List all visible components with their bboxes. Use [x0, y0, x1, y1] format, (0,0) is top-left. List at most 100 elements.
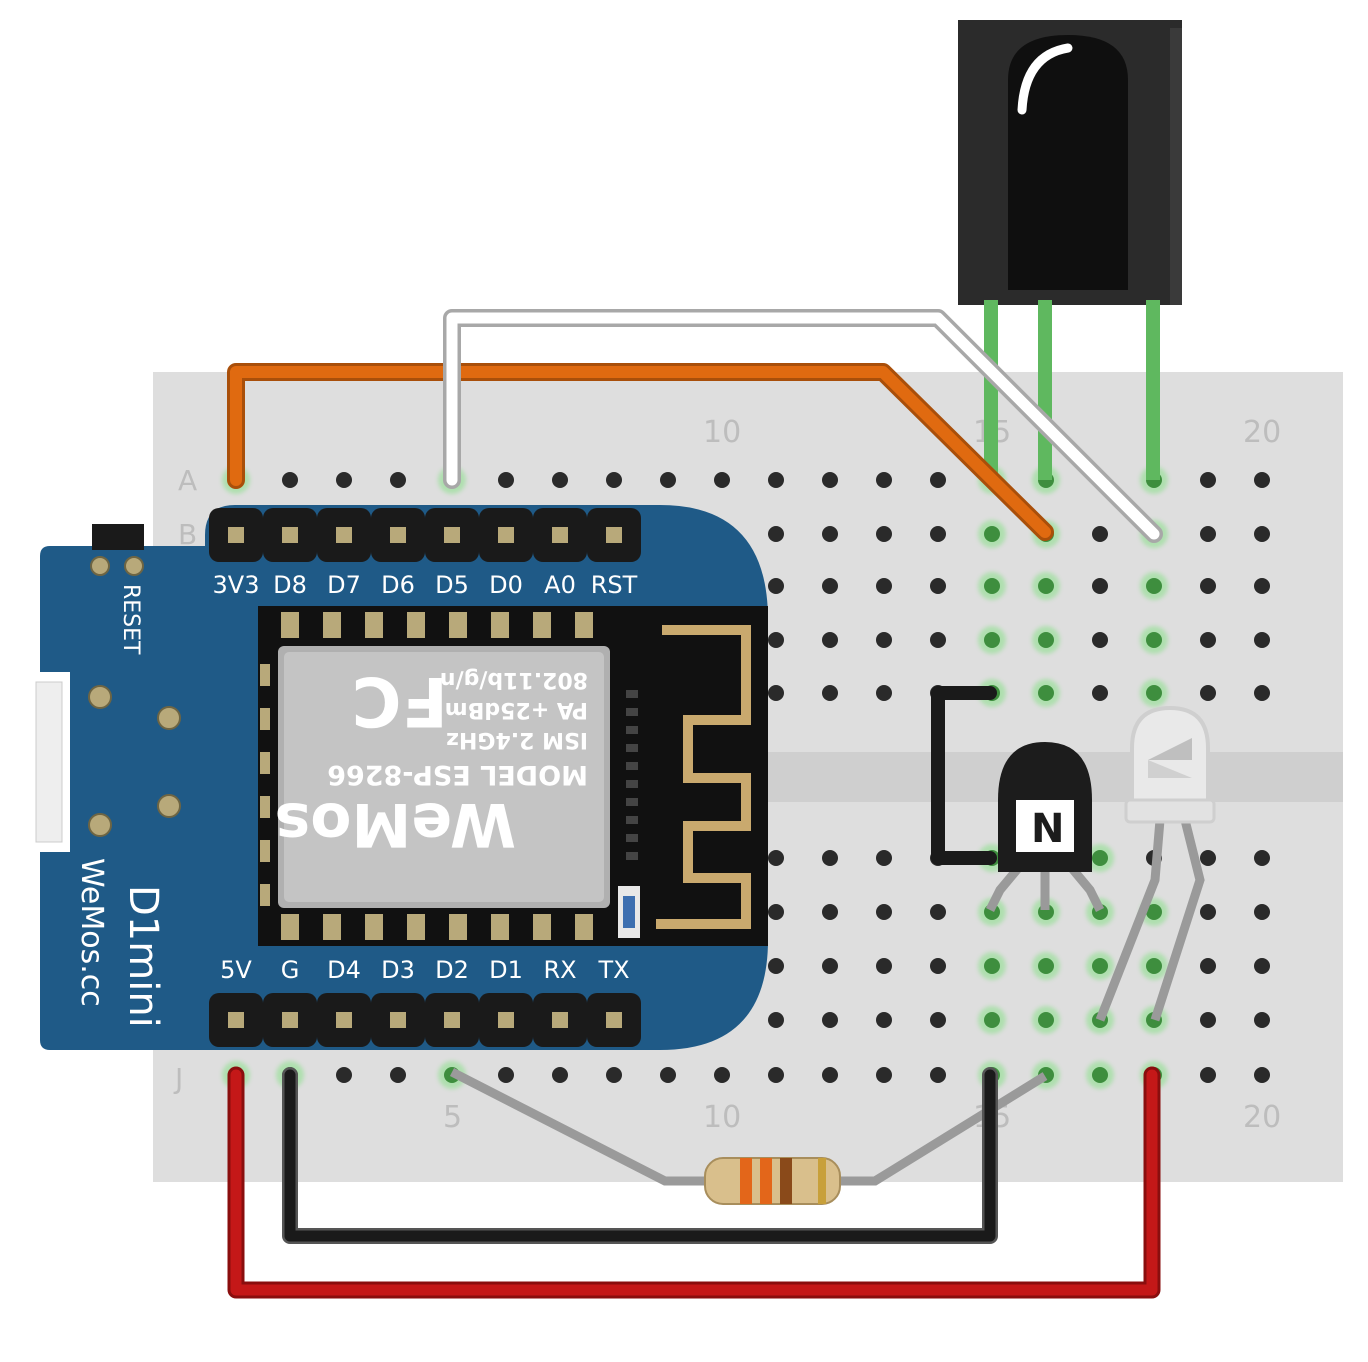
- module-via: [626, 690, 638, 698]
- breadboard-hole: [1092, 526, 1108, 542]
- module-line-4: 802.11b/g/n: [440, 667, 588, 692]
- bottom-pin-label: D2: [435, 956, 469, 984]
- module-pad: [365, 914, 383, 940]
- top-pin-label: D5: [435, 571, 469, 599]
- module-pad: [449, 914, 467, 940]
- breadboard-hole: [930, 472, 946, 488]
- reset-label: RESET: [118, 584, 143, 655]
- breadboard-hole: [1254, 578, 1270, 594]
- breadboard-hole: [552, 1067, 568, 1083]
- breadboard-hole: [498, 472, 514, 488]
- bottom-pin-label: TX: [597, 956, 629, 984]
- module-pad: [260, 796, 270, 818]
- npn-transistor: N: [985, 742, 1105, 913]
- breadboard-hole: [336, 1067, 352, 1083]
- breadboard-hole: [822, 526, 838, 542]
- breadboard-hole: [876, 1067, 892, 1083]
- breadboard-hole: [1200, 958, 1216, 974]
- breadboard-hole: [660, 472, 676, 488]
- breadboard-hole-connected: [1038, 685, 1054, 701]
- header-pin-pad: [336, 527, 352, 543]
- module-pad: [260, 840, 270, 862]
- breadboard-hole: [390, 472, 406, 488]
- top-pin-label: D6: [381, 571, 415, 599]
- module-via: [626, 816, 638, 824]
- reset-button[interactable]: [92, 524, 144, 550]
- breadboard-hole: [822, 958, 838, 974]
- bottom-pin-label: RX: [543, 956, 576, 984]
- module-pad: [260, 884, 270, 906]
- module-pad: [260, 664, 270, 686]
- breadboard-hole: [1200, 1012, 1216, 1028]
- header-pin-pad: [498, 527, 514, 543]
- breadboard-hole: [1200, 526, 1216, 542]
- breadboard-hole: [876, 904, 892, 920]
- red-power-wire: [227, 1066, 1161, 1299]
- breadboard-hole: [768, 632, 784, 648]
- breadboard-hole: [1254, 472, 1270, 488]
- breadboard-hole: [930, 904, 946, 920]
- header-pin-pad: [228, 1012, 244, 1028]
- orange-wire: [227, 363, 1054, 541]
- breadboard-hole: [822, 472, 838, 488]
- breadboard-hole: [930, 1067, 946, 1083]
- breadboard-hole: [768, 685, 784, 701]
- breadboard-hole: [876, 850, 892, 866]
- ir-receiver-lead-3: [1146, 300, 1160, 480]
- module-pad: [407, 914, 425, 940]
- module-line-3: PA +25dBm: [445, 697, 588, 722]
- ir-receiver-lead-1: [984, 300, 998, 480]
- breadboard-hole: [768, 904, 784, 920]
- breadboard-hole: [1200, 1067, 1216, 1083]
- breadboard-hole: [822, 850, 838, 866]
- breadboard-hole: [336, 472, 352, 488]
- breadboard-hole-connected: [1146, 904, 1162, 920]
- esp8266-module: MODEL ESP-8266 ISM 2.4GHz PA +25dBm 802.…: [258, 606, 768, 946]
- module-via: [626, 852, 638, 860]
- breadboard-hole: [1254, 904, 1270, 920]
- header-pin-pad: [282, 527, 298, 543]
- breadboard-hole: [1254, 1067, 1270, 1083]
- bottom-header-pins: [209, 993, 641, 1047]
- breadboard-hole-connected: [1092, 1067, 1108, 1083]
- breadboard-hole: [1200, 578, 1216, 594]
- breadboard-hole: [822, 685, 838, 701]
- breadboard-hole: [390, 1067, 406, 1083]
- breadboard-hole: [714, 1067, 730, 1083]
- breadboard-hole-connected: [984, 1012, 1000, 1028]
- breadboard-hole: [282, 472, 298, 488]
- module-pad: [281, 914, 299, 940]
- module-pad: [323, 914, 341, 940]
- module-via: [626, 762, 638, 770]
- white-wire: [443, 309, 1163, 543]
- module-via: [626, 798, 638, 806]
- breadboard-hole: [768, 850, 784, 866]
- breadboard-hole: [1092, 632, 1108, 648]
- header-pin-pad: [606, 527, 622, 543]
- module-pad: [281, 612, 299, 638]
- breadboard-hole-connected: [1038, 632, 1054, 648]
- breadboard-hole: [930, 1012, 946, 1028]
- header-pin-pad: [336, 1012, 352, 1028]
- module-via: [626, 780, 638, 788]
- bottom-pin-label: G: [281, 956, 300, 984]
- module-pad: [260, 752, 270, 774]
- header-pin-pad: [606, 1012, 622, 1028]
- breadboard-hole: [930, 578, 946, 594]
- breadboard-hole: [768, 958, 784, 974]
- module-via: [626, 744, 638, 752]
- header-pin-pad: [444, 1012, 460, 1028]
- module-pad: [491, 612, 509, 638]
- column-number-20-top: 20: [1243, 415, 1281, 450]
- breadboard-hole: [1200, 904, 1216, 920]
- ir-receiver: [958, 20, 1182, 480]
- breadboard-hole-connected: [1038, 578, 1054, 594]
- breadboard-hole: [714, 472, 730, 488]
- breadboard-hole: [876, 632, 892, 648]
- module-pad: [533, 612, 551, 638]
- header-pin-pad: [390, 527, 406, 543]
- breadboard-hole: [498, 1067, 514, 1083]
- breadboard-hole-connected: [1146, 685, 1162, 701]
